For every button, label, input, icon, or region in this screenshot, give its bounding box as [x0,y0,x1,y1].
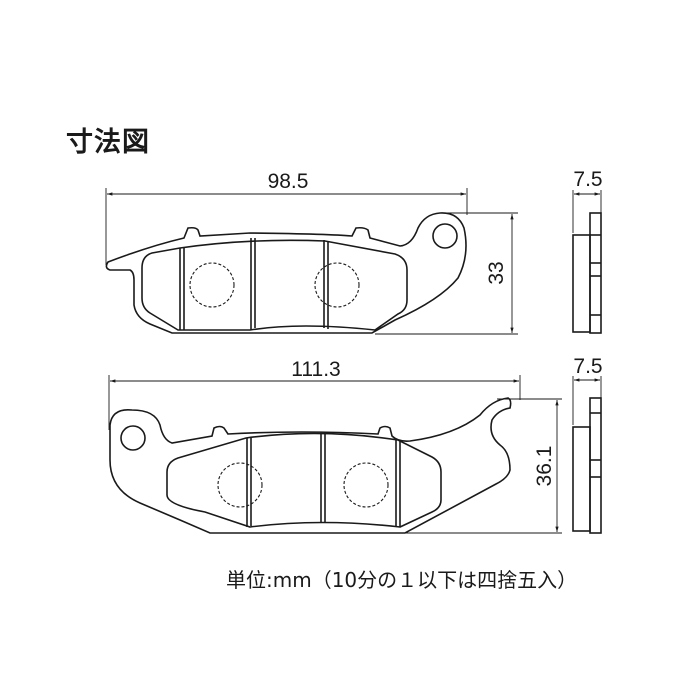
backing-plate-outline [105,212,467,334]
piston-contact-circle [314,262,360,308]
friction-material-side [572,426,591,532]
unit-note: 単位:mm（10分の１以下は四捨五入） [226,568,578,592]
pad-top-side-view: 7.5 [572,168,603,334]
pad-top-height-label: 33 [485,261,508,284]
diagram-title: 寸法図 [66,127,150,158]
piston-contact-circle [189,262,235,308]
pad-bottom-front-view: 111.3 36.1 [108,358,562,534]
pad-bottom-side-view: 7.5 [572,355,603,534]
pad-bottom-thickness-label: 7.5 [573,355,602,378]
piston-contact-circle [217,462,263,508]
friction-material-outline [141,239,408,331]
friction-material-outline [166,432,442,528]
mounting-hole [432,223,458,249]
backing-plate-side [589,397,602,534]
friction-material-side [572,234,591,333]
piston-contact-circle [343,462,389,508]
pad-top-front-view: 98.5 33 [105,170,518,335]
pad-bottom-height-label: 36.1 [533,446,556,487]
pad-top-thickness-label: 7.5 [573,168,602,191]
mounting-hole [120,425,146,451]
pad-bottom-width-label: 111.3 [291,358,340,381]
pad-top-width-label: 98.5 [268,170,309,193]
backing-plate-outline [109,397,512,534]
